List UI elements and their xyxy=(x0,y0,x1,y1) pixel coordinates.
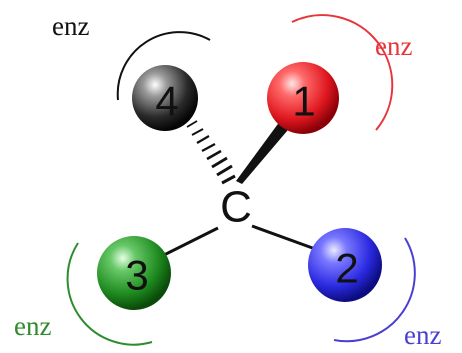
ball-3-label: 3 xyxy=(125,252,148,299)
solid-wedge-bond-1 xyxy=(236,117,293,184)
enzyme-label-1: enz xyxy=(375,31,412,61)
ball-2 xyxy=(308,228,382,302)
enzyme-arc-4 xyxy=(116,31,211,101)
ball-1 xyxy=(267,62,339,134)
hashed-wedge-bond-4 xyxy=(181,113,236,185)
ball-4 xyxy=(132,65,198,131)
ball-1-label: 1 xyxy=(292,78,315,125)
central-carbon-label: C xyxy=(220,183,252,232)
enzyme-arc-1 xyxy=(291,14,394,131)
ball-4-label: 4 xyxy=(155,78,178,125)
enzyme-label-2: enz xyxy=(404,320,441,350)
enzyme-label-4: enz xyxy=(52,11,89,41)
bond-3 xyxy=(159,226,219,259)
ball-2-label: 2 xyxy=(335,245,358,292)
enzyme-arc-3 xyxy=(66,242,153,346)
enzyme-label-3: enz xyxy=(14,311,51,341)
bond-2 xyxy=(251,224,319,252)
enzyme-arc-2 xyxy=(333,237,416,343)
ball-3 xyxy=(97,236,171,310)
